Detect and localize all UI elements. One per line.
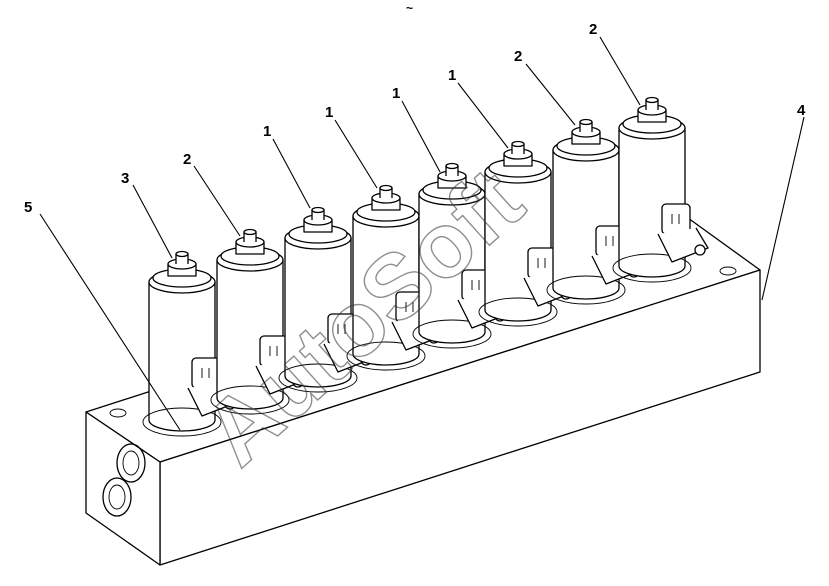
leader-line-1d <box>457 82 509 149</box>
stud-tip <box>579 118 593 126</box>
callout-2b: 2 <box>514 48 522 65</box>
leader-line-4 <box>761 116 805 301</box>
leader-line-5 <box>39 213 181 431</box>
callout-2c: 2 <box>589 21 597 38</box>
leader-line-1c <box>401 100 441 173</box>
top-mark: ~ <box>406 1 413 15</box>
solenoid-valve <box>612 96 709 283</box>
callout-1d: 1 <box>448 67 456 84</box>
connector-plug <box>661 203 691 235</box>
valve-flange <box>546 275 626 305</box>
stud-tip <box>311 206 325 214</box>
port-upper-inner <box>122 450 140 476</box>
solenoid-valve <box>278 206 375 393</box>
callout-1b: 1 <box>325 104 333 121</box>
leader-line-3 <box>132 184 173 259</box>
port-upper <box>116 443 146 483</box>
stud-tip <box>379 184 393 192</box>
valve-flange <box>412 319 492 349</box>
callout-3: 3 <box>121 170 129 187</box>
stud-tip <box>511 140 525 148</box>
callout-group: 5 3 2 1 1 1 1 2 2 4 <box>24 21 806 431</box>
mounting-hole <box>719 266 737 276</box>
stud-tip <box>645 96 659 104</box>
stud-tip <box>445 162 459 170</box>
leader-line-2b <box>525 63 576 126</box>
valve-flange <box>346 341 426 371</box>
valve-flange <box>478 297 558 327</box>
valve-flange <box>278 363 358 393</box>
callout-5: 5 <box>24 199 32 216</box>
callout-2a: 2 <box>183 151 191 168</box>
port-lower <box>102 477 132 517</box>
port-lower-inner <box>108 484 126 510</box>
mounting-hole <box>109 408 127 418</box>
stud-tip <box>175 250 189 258</box>
valve-flange <box>612 253 692 283</box>
callout-1c: 1 <box>392 85 400 102</box>
solenoid-valve <box>478 140 575 327</box>
leader-line-2c <box>599 36 641 106</box>
leader-line-2a <box>193 165 241 237</box>
leader-line-1b <box>334 119 378 189</box>
connector-bracket <box>657 227 709 263</box>
callout-4: 4 <box>797 102 806 119</box>
solenoid-valve <box>546 118 643 305</box>
connector-plug <box>527 247 557 279</box>
bracket-screw <box>694 244 706 256</box>
leader-line-1a <box>272 138 311 209</box>
solenoid-valves <box>142 96 709 437</box>
callout-1a: 1 <box>263 123 271 140</box>
valve-flange <box>210 385 290 415</box>
valve-flange <box>142 407 222 437</box>
stud-tip <box>243 228 257 236</box>
